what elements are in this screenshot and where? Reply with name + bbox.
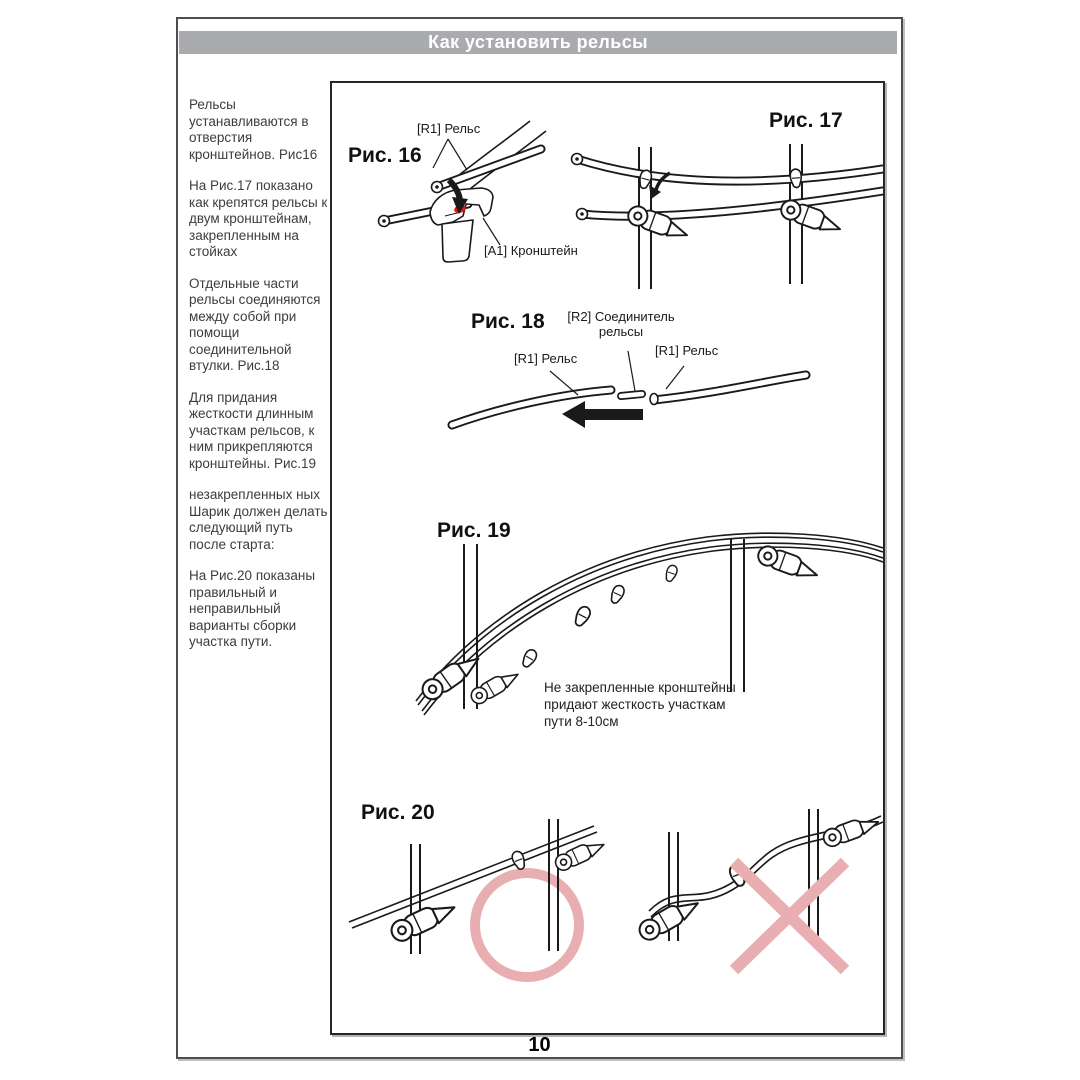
rail-tube	[430, 144, 546, 194]
figures-line-art	[348, 120, 883, 982]
figures-panel: Рис. 16 [R1] Рельс [A1] Кронштейн Рис. 1…	[330, 81, 885, 1035]
curved-track	[415, 532, 883, 716]
bracket-clamp	[754, 542, 822, 585]
fig20-correct-drawing	[348, 819, 608, 982]
straight-track	[348, 825, 598, 929]
fig20-incorrect-drawing	[634, 809, 883, 975]
insert-arrow-icon	[446, 177, 468, 214]
fig18-label: Рис. 18	[471, 310, 545, 333]
stand-post	[463, 544, 478, 709]
bracket-clamp	[624, 202, 692, 245]
stand-post	[410, 844, 421, 954]
bracket-clamp	[820, 811, 882, 850]
fig18-rail-right-callout: [R1] Рельс	[655, 343, 719, 358]
page-number: 10	[528, 1034, 551, 1056]
rail-tube-left	[447, 385, 616, 430]
join-direction-arrow-icon	[562, 401, 643, 428]
fig18-rail-left-callout: [R1] Рельс	[514, 351, 578, 366]
rail-clip	[571, 603, 594, 629]
instruction-paragraph: Отдельные части рельсы соединяются между…	[189, 275, 321, 374]
rail-clip	[607, 582, 627, 606]
fig16-rail-callout: [R1] Рельс	[417, 121, 481, 136]
fig19-caption: Не закрепленные кронштейны придают жестк…	[544, 680, 736, 729]
correct-circle-mark	[470, 868, 584, 982]
stand-post	[548, 819, 559, 951]
rail-tube-right	[649, 370, 811, 406]
instruction-paragraph: Рельсы устанавливаются в отверстия кронш…	[189, 97, 318, 162]
bracket-clamp	[387, 895, 460, 946]
callout-leader-lines	[432, 138, 501, 246]
callout-leader-lines	[549, 350, 685, 396]
fig20-label: Рис. 20	[361, 801, 435, 824]
stand-post	[730, 539, 745, 692]
fig19-label: Рис. 19	[437, 519, 511, 542]
fig18-connector-callout: [R2] Соединитель рельсы	[567, 309, 675, 339]
rail-clip	[788, 167, 803, 189]
instruction-paragraph: Для придания жесткости длинным участкам …	[189, 389, 317, 471]
rail-clip	[519, 646, 540, 670]
fig17-label: Рис. 17	[769, 109, 843, 132]
instruction-paragraph: На Рис.17 показано как крепятся рельсы к…	[189, 178, 328, 259]
rail-connector	[617, 390, 646, 400]
fig16-label: Рис. 16	[348, 144, 422, 167]
fig17-drawing	[570, 144, 883, 289]
rail-line	[453, 120, 531, 180]
rail-clip	[663, 563, 680, 584]
incorrect-cross-mark	[729, 857, 850, 975]
instruction-paragraph: незакрепленных ных Шарик должен делать с…	[189, 487, 328, 552]
bracket-clamp	[552, 835, 608, 874]
fig16-drawing	[377, 120, 547, 263]
rail-tube	[570, 152, 883, 186]
page-title: Как установить рельсы	[428, 32, 648, 52]
attach-arrow-icon	[649, 171, 671, 199]
rail-tube	[575, 186, 883, 221]
instruction-paragraph: На Рис.20 показаны правильный и неправил…	[189, 568, 316, 649]
fig19-drawing	[415, 532, 883, 716]
instructions-sidebar: Рельсы устанавливаются в отверстия кронш…	[189, 97, 331, 666]
fig16-bracket-callout: [A1] Кронштейн	[484, 243, 578, 258]
fig18-drawing	[447, 350, 811, 430]
manual-page: Как установить рельсы Рельсы устанавлива…	[176, 17, 903, 1059]
page-header: Как установить рельсы	[179, 31, 897, 54]
stand-post	[808, 809, 819, 939]
